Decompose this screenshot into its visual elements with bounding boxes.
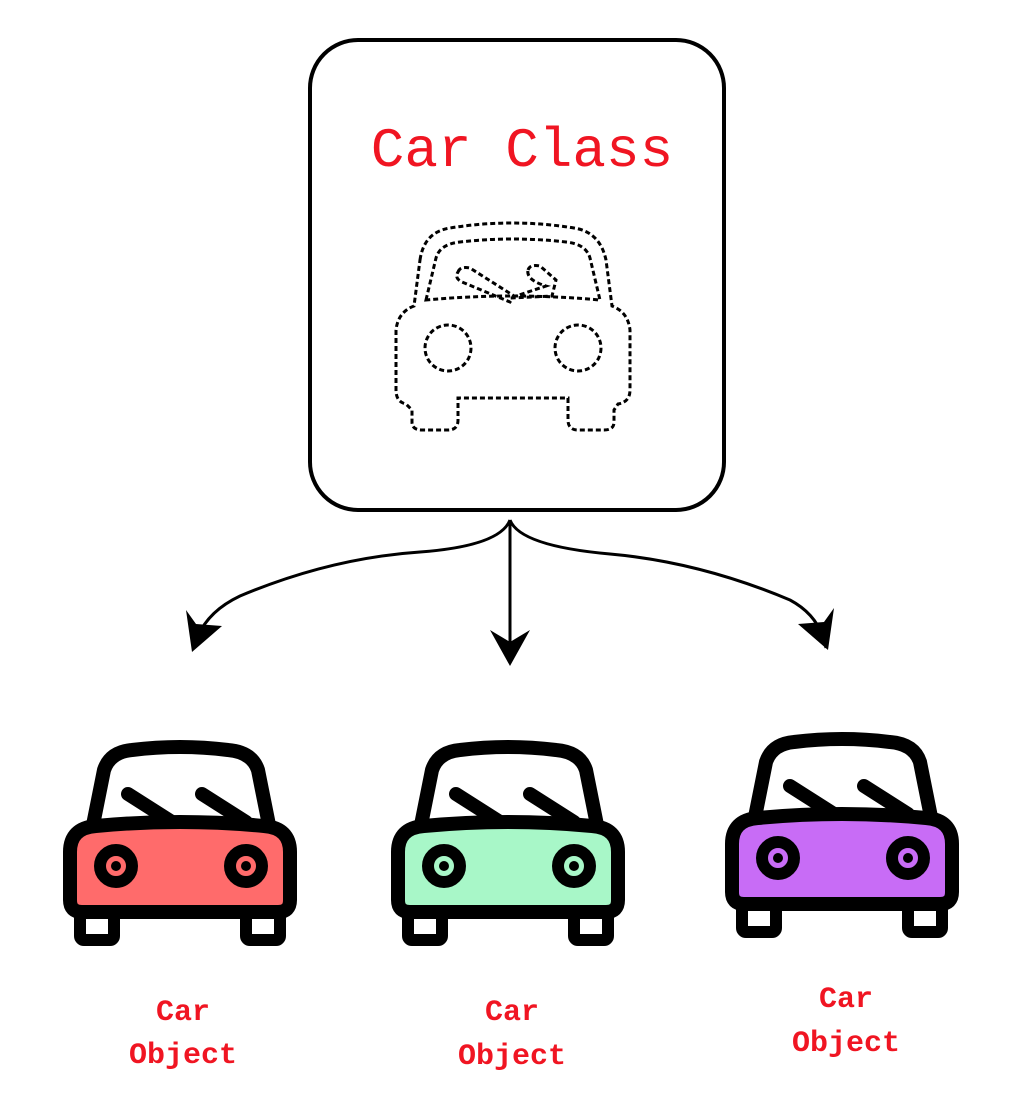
object-label-line2: Object [792, 1027, 900, 1061]
object-label-line2: Object [458, 1040, 566, 1074]
object-label-line1: Car [156, 996, 210, 1030]
car-object-2-car-filled-icon [391, 740, 625, 946]
arrow-left [192, 519, 512, 649]
arrow-right [508, 519, 828, 649]
arrowhead-left [186, 610, 222, 652]
arrowhead-right [798, 608, 834, 650]
arrowhead-center [490, 630, 530, 666]
object-label-line2: Object [129, 1039, 237, 1073]
car-object-1-car-filled-icon [63, 740, 297, 946]
car-class-box: Car Class [308, 38, 726, 512]
inheritance-arrows [192, 519, 828, 658]
car-object-3-car-filled-icon [725, 732, 959, 938]
object-labels: Car Object Car Object Car Object [129, 983, 900, 1074]
car-outline-dashed-icon [394, 221, 632, 432]
object-label-line1: Car [819, 983, 873, 1017]
object-label-line1: Car [485, 996, 539, 1030]
class-title: Car Class [371, 119, 673, 183]
